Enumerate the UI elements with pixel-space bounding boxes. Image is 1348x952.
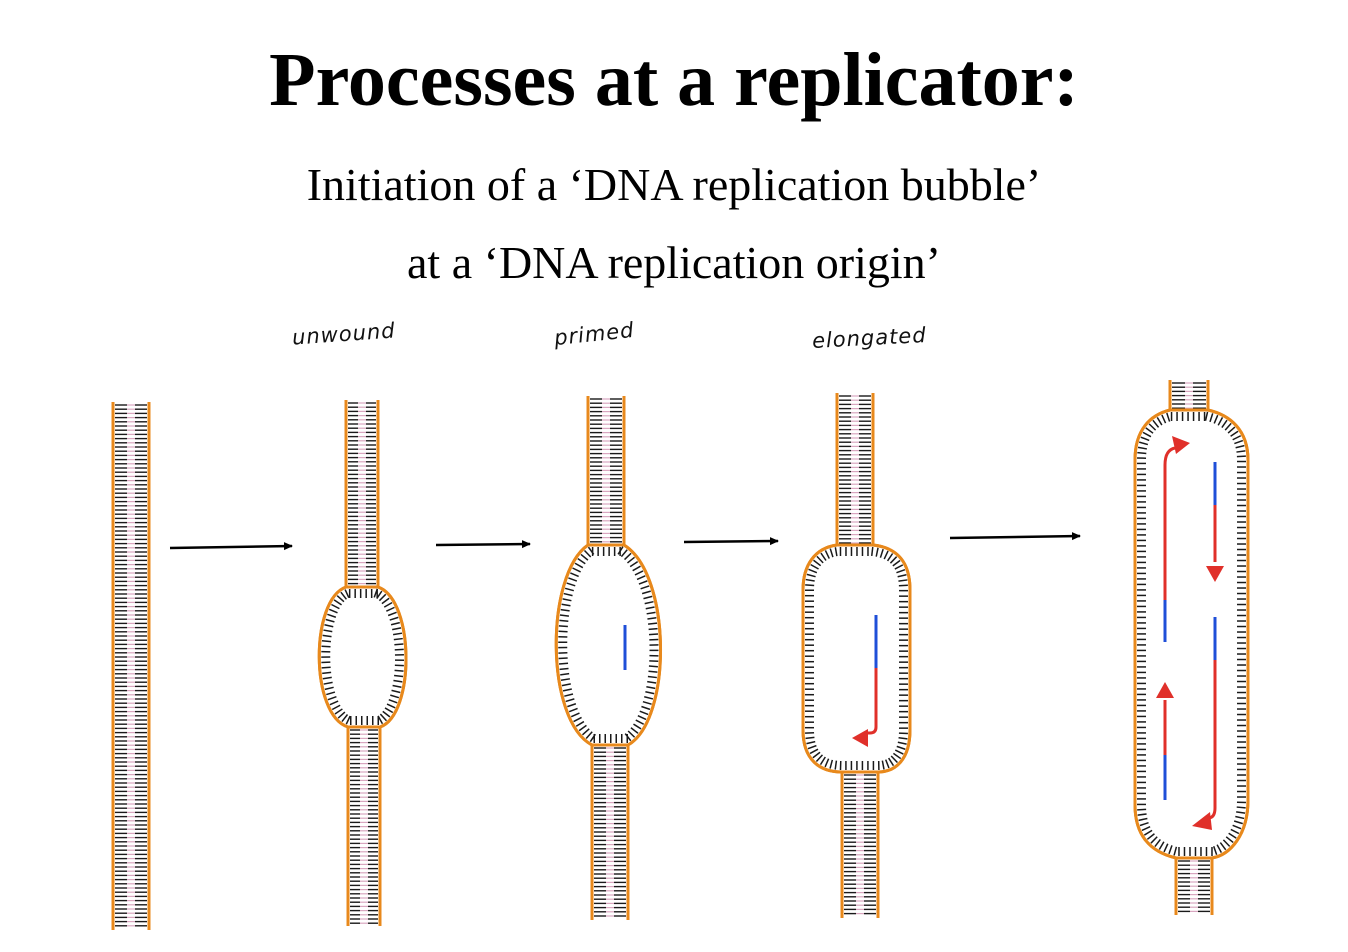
process-arrow-3 (683, 537, 779, 546)
dna-stage-extended (1133, 380, 1250, 915)
dna-lower-duplex (1174, 858, 1214, 915)
process-arrows (169, 532, 1081, 551)
replication-bubble (801, 543, 912, 774)
new-strand-arrowhead (852, 729, 868, 747)
dna-lower-duplex (840, 772, 880, 918)
replication-bubble (317, 585, 408, 729)
dna-upper-duplex (344, 400, 380, 587)
replication-bubble (1133, 408, 1250, 860)
slide-subtitle-line-2: at a ‘DNA replication origin’ (407, 237, 941, 288)
dna-double-helix (111, 402, 151, 930)
dna-lower-duplex (590, 745, 630, 920)
process-arrow-4 (949, 532, 1081, 541)
replication-bubble (554, 543, 662, 747)
dna-stage-unwound (317, 400, 408, 926)
okazaki-fragment-arrowhead (1206, 566, 1224, 582)
lagging-strand-arrowhead (1192, 812, 1212, 830)
dna-upper-duplex (586, 396, 626, 545)
slide-title: Processes at a replicator: (269, 38, 1079, 122)
dna-stage-initial (111, 402, 151, 930)
dna-lower-duplex (346, 727, 382, 926)
dna-upper-duplex (1168, 380, 1210, 410)
leading-strand-curve (1163, 446, 1176, 466)
dna-structures (111, 380, 1250, 930)
process-arrow-1 (169, 542, 293, 551)
process-arrow-2 (435, 540, 531, 549)
dna-stage-primed (554, 396, 662, 920)
new-strand-curve (868, 726, 878, 735)
okazaki-fragment-arrowhead (1156, 682, 1174, 698)
leading-strand-arrowhead (1172, 436, 1190, 454)
dna-upper-duplex (835, 393, 875, 545)
slide-subtitle-line-1: Initiation of a ‘DNA replication bubble’ (306, 159, 1042, 210)
dna-stage-elongated (801, 393, 912, 918)
